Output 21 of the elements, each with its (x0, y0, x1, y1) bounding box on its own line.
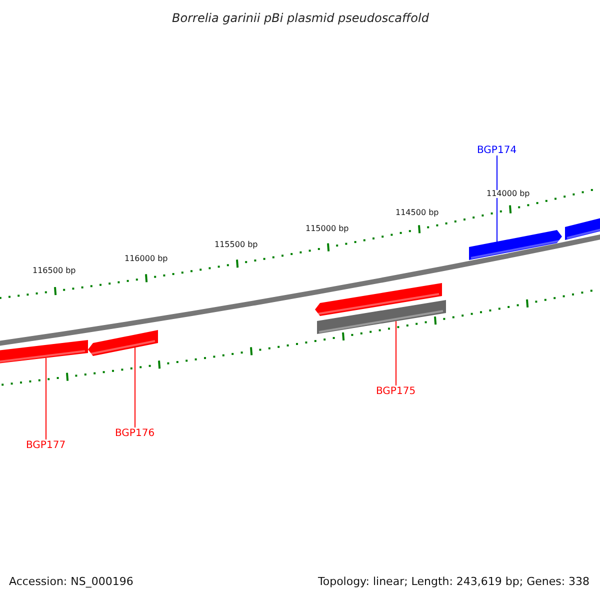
gene-bar (469, 230, 562, 260)
diagram-title: Borrelia garinii pBi plasmid pseudoscaffold (172, 12, 429, 25)
accession-text: Accession: NS_000196 (9, 576, 134, 588)
leader-line (496, 155, 498, 242)
gene-label: BGP174 (477, 144, 517, 156)
leader-line (134, 346, 136, 428)
gene-label: BGP175 (376, 386, 416, 396)
gene-label: BGP176 (115, 428, 155, 438)
scale-label: 115000 bp (306, 224, 349, 234)
scale-label: 116000 bp (124, 254, 168, 264)
sequence-summary: Topology: linear; Length: 243,619 bp; Genes: 338 (318, 576, 590, 588)
scale-label: 114000 bp (486, 190, 530, 198)
gene-bar (315, 283, 442, 316)
gene-bar (88, 330, 158, 356)
gene-label: BGP177 (26, 440, 66, 450)
scale-label: 115500 bp (214, 240, 258, 250)
gene-bar (0, 340, 88, 364)
gene-bar (317, 300, 446, 334)
gene-bar (565, 218, 600, 240)
scale-label: 114500 bp (396, 208, 439, 218)
scale-label: 116500 bp (32, 266, 76, 276)
